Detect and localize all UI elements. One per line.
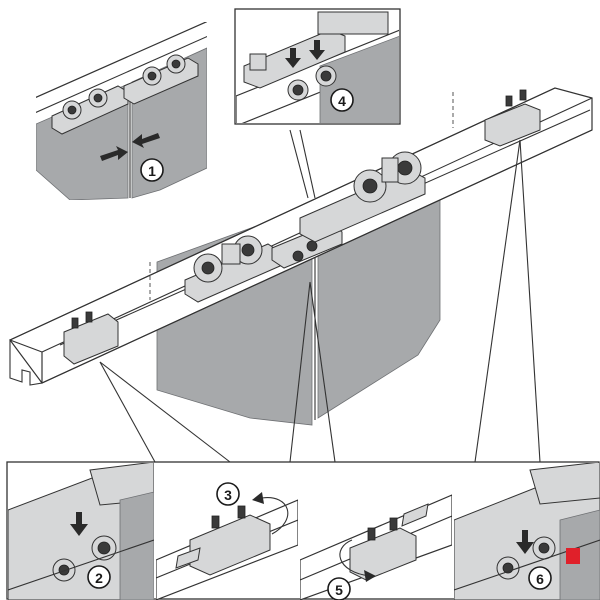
step-6-callout: 6 bbox=[528, 566, 552, 590]
detail-step-1 bbox=[36, 22, 207, 200]
detail-step-3 bbox=[156, 499, 298, 600]
detail-2-arrow bbox=[70, 512, 88, 536]
step-5-callout: 5 bbox=[327, 577, 351, 600]
detail-step-5 bbox=[300, 494, 452, 600]
step-6-label: 6 bbox=[536, 571, 544, 587]
end-stop-right bbox=[484, 89, 541, 147]
detail-1-arrows bbox=[100, 133, 160, 161]
step-2-callout: 2 bbox=[87, 565, 111, 589]
step-4-callout: 4 bbox=[330, 88, 354, 112]
detail-step-2 bbox=[8, 463, 154, 600]
detail-4-arrows bbox=[285, 40, 325, 68]
red-marker bbox=[566, 548, 580, 564]
step-3-callout: 3 bbox=[216, 482, 240, 506]
step-3-label: 3 bbox=[224, 487, 232, 503]
detail-5-arrowhead bbox=[364, 570, 376, 582]
step-5-label: 5 bbox=[335, 582, 343, 598]
leader-lines bbox=[99, 129, 541, 463]
main-assembly bbox=[9, 87, 593, 426]
step-1-callout: 1 bbox=[140, 158, 164, 182]
roller-carriage-left bbox=[184, 235, 281, 303]
detail-3-arrowhead bbox=[252, 492, 264, 504]
detail-6-arrow bbox=[516, 530, 534, 554]
step-2-label: 2 bbox=[95, 570, 103, 586]
step-4-label: 4 bbox=[338, 93, 346, 109]
detail-5-rotate-arrow bbox=[339, 539, 371, 577]
step-1-label: 1 bbox=[148, 163, 156, 179]
detail-3-rotate-arrow bbox=[261, 497, 289, 535]
end-stop-left bbox=[63, 311, 119, 365]
roller-carriage-right bbox=[299, 151, 426, 243]
